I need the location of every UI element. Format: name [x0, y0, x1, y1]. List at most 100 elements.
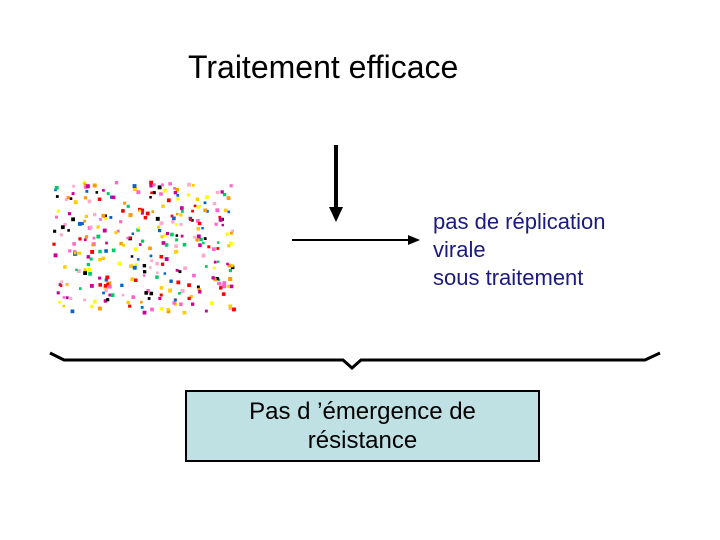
virus-dot: [148, 246, 152, 251]
virus-dot: [65, 296, 69, 300]
virus-dot: [155, 216, 160, 221]
virus-dot: [101, 213, 106, 218]
virus-dot: [106, 298, 110, 302]
virus-dot: [173, 191, 177, 195]
virus-dot: [70, 309, 75, 314]
virus-dot: [228, 304, 233, 309]
virus-dot: [119, 220, 123, 224]
virus-dot: [175, 268, 179, 272]
virus-dot: [62, 296, 66, 299]
virus-dot: [160, 183, 164, 187]
virus-dot: [149, 196, 152, 199]
virus-dot: [175, 234, 179, 237]
virus-dot: [86, 255, 91, 259]
virus-dot: [117, 261, 122, 266]
virus-dot: [187, 182, 191, 187]
virus-dot: [222, 281, 227, 285]
virus-dot: [196, 285, 200, 289]
virus-dot: [54, 185, 59, 190]
virus-dot: [83, 298, 87, 302]
virus-dot: [163, 233, 168, 237]
virus-dot: [223, 208, 228, 213]
virus-dot: [173, 187, 176, 190]
virus-dot: [162, 188, 167, 193]
virus-dot: [193, 204, 197, 208]
virus-dot: [102, 291, 105, 295]
virus-dot: [133, 247, 138, 251]
virus-dot: [99, 218, 102, 221]
result-line: pas de réplication: [433, 209, 606, 234]
virus-dot: [197, 221, 202, 226]
virus-dot: [182, 310, 187, 315]
virus-dot: [215, 190, 220, 195]
virus-dot: [157, 225, 161, 229]
virus-dot: [62, 304, 66, 308]
virus-dot: [122, 243, 125, 247]
virus-dot: [126, 204, 130, 208]
virus-dot: [201, 253, 206, 258]
virus-dot: [85, 189, 89, 193]
virus-dot: [104, 278, 108, 282]
virus-dot: [222, 192, 227, 197]
virus-dot: [199, 237, 203, 242]
virus-dot: [226, 196, 231, 200]
virus-dot: [92, 236, 96, 240]
virus-dot: [71, 217, 75, 222]
virus-dot: [121, 209, 125, 213]
virus-dot: [217, 281, 221, 286]
virus-dot: [140, 208, 145, 212]
virus-dot: [114, 231, 118, 235]
virus-dot: [198, 205, 202, 208]
virus-dot: [232, 307, 236, 312]
virus-dot: [103, 299, 108, 303]
virus-dot: [59, 233, 63, 237]
virus-dot: [56, 291, 60, 295]
virus-dot: [192, 273, 196, 278]
virus-dot: [104, 214, 107, 217]
virus-dot: [150, 307, 154, 312]
virus-dot: [86, 262, 90, 267]
virus-dot: [97, 197, 102, 201]
virus-dot: [175, 223, 178, 226]
virus-dot: [98, 249, 102, 254]
virus-dot: [217, 278, 221, 281]
virus-dot: [128, 213, 133, 218]
virus-dot: [129, 236, 132, 239]
virus-dot: [106, 282, 109, 286]
virus-dot: [71, 192, 75, 195]
virus-dot: [216, 247, 220, 250]
virus-dot: [175, 212, 179, 216]
virus-dot: [106, 192, 110, 196]
virus-dot: [212, 266, 216, 270]
virus-dot: [73, 250, 77, 254]
virus-dot: [180, 289, 185, 293]
virus-dot: [213, 260, 217, 264]
virus-dot: [82, 180, 87, 185]
virus-dot: [111, 195, 116, 200]
virus-dot: [178, 292, 181, 295]
virus-dot: [168, 288, 172, 293]
virus-dot: [196, 234, 201, 239]
virus-dot: [166, 198, 171, 203]
virus-dot: [142, 310, 147, 315]
virus-dot: [80, 222, 84, 226]
virus-dot: [110, 293, 115, 297]
virus-dot: [143, 270, 147, 274]
virus-dot: [204, 265, 208, 268]
virus-dot: [193, 235, 196, 239]
virus-dot: [146, 289, 150, 293]
virus-dot: [107, 284, 112, 289]
virus-dot: [134, 263, 139, 267]
virus-dot: [179, 223, 183, 226]
virus-dot: [91, 243, 95, 247]
virus-dot: [182, 242, 187, 247]
virus-dot: [203, 201, 207, 205]
virus-dot: [180, 209, 184, 213]
virus-dot: [142, 274, 146, 277]
virus-dot: [159, 307, 164, 311]
virus-dot: [144, 291, 148, 295]
virus-dot: [88, 272, 92, 276]
virus-dot: [151, 210, 155, 213]
virus-dot: [159, 293, 163, 297]
